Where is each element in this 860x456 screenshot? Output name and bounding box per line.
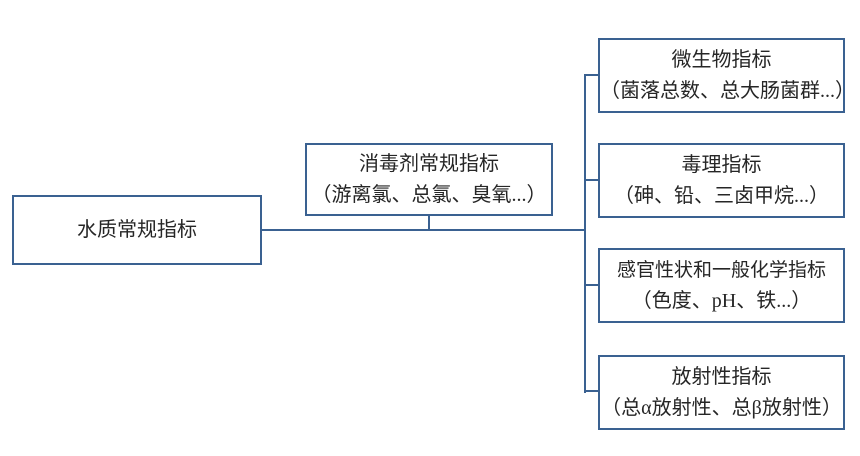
node-sublabel: （游离氯、总氯、臭氧...） xyxy=(311,183,547,206)
node-sublabel: （菌落总数、总大肠菌群...） xyxy=(600,79,855,102)
connector-stub-leaf-2 xyxy=(586,284,598,286)
node-water-quality-routine-indicators: 水质常规指标 xyxy=(12,195,262,265)
node-label: 微生物指标 xyxy=(671,48,772,71)
node-toxicological-indicators: 毒理指标 （砷、铅、三卤甲烷...） xyxy=(598,143,845,218)
node-sublabel: （色度、pH、铁...） xyxy=(631,289,812,312)
node-sublabel: （砷、铅、三卤甲烷...） xyxy=(614,184,829,207)
node-microbiological-indicators: 微生物指标 （菌落总数、总大肠菌群...） xyxy=(598,38,855,113)
node-label: 毒理指标 xyxy=(681,153,762,176)
node-label: 放射性指标 xyxy=(671,365,772,388)
node-label: 消毒剂常规指标 xyxy=(359,152,499,175)
connector-stub-leaf-0 xyxy=(586,74,598,76)
node-sublabel: （总α放射性、总β放射性） xyxy=(601,396,842,419)
connector-spine xyxy=(584,74,586,393)
connector-stub-leaf-3 xyxy=(586,390,598,392)
connector-stub-leaf-1 xyxy=(586,179,598,181)
connector-root-to-spine xyxy=(262,229,586,231)
connector-branch-drop xyxy=(428,216,430,231)
node-radioactivity-indicators: 放射性指标 （总α放射性、总β放射性） xyxy=(598,355,845,430)
node-disinfectant-routine-indicators: 消毒剂常规指标 （游离氯、总氯、臭氧...） xyxy=(305,143,553,216)
node-label: 水质常规指标 xyxy=(77,218,197,241)
node-label: 感官性状和一般化学指标 xyxy=(616,259,826,281)
node-sensory-and-general-chemical-indicators: 感官性状和一般化学指标 （色度、pH、铁...） xyxy=(598,248,845,323)
